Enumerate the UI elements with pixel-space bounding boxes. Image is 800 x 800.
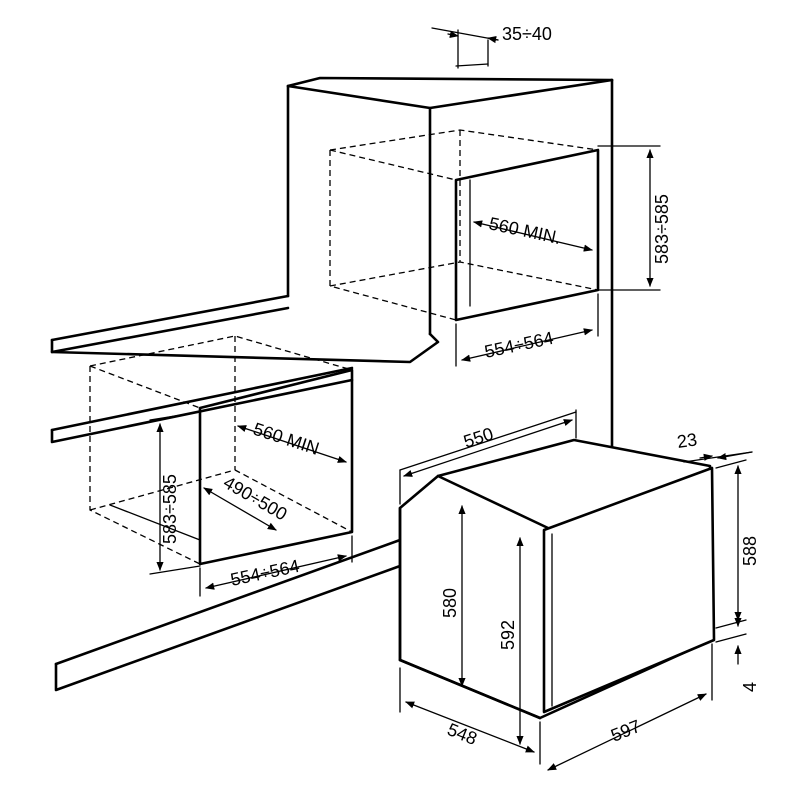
label-upper-height: 583÷585 (652, 194, 672, 264)
label-body-height: 580 (440, 588, 460, 618)
label-base-gap: 4 (740, 682, 760, 692)
label-lower-depth: 560 MIN (251, 419, 322, 459)
column-cabinet (286, 76, 614, 502)
label-upper-depth: 560 MIN. (487, 213, 563, 248)
label-upper-width: 554÷564 (483, 328, 556, 362)
label-overall-height: 592 (498, 620, 518, 650)
label-front-width: 597 (608, 716, 643, 746)
dimension-lines (149, 27, 753, 771)
label-front-thickness: 23 (676, 429, 699, 452)
label-lower-diag: 490÷500 (220, 472, 291, 524)
label-lower-height: 583÷585 (160, 474, 180, 544)
label-lower-width: 554÷564 (229, 556, 302, 590)
countertop (50, 294, 440, 444)
label-body-width: 548 (445, 719, 480, 749)
label-top-clearance: 35÷40 (502, 24, 552, 44)
oven-appliance (398, 438, 716, 720)
base-cabinet (54, 335, 402, 692)
label-front-height: 588 (740, 536, 760, 566)
